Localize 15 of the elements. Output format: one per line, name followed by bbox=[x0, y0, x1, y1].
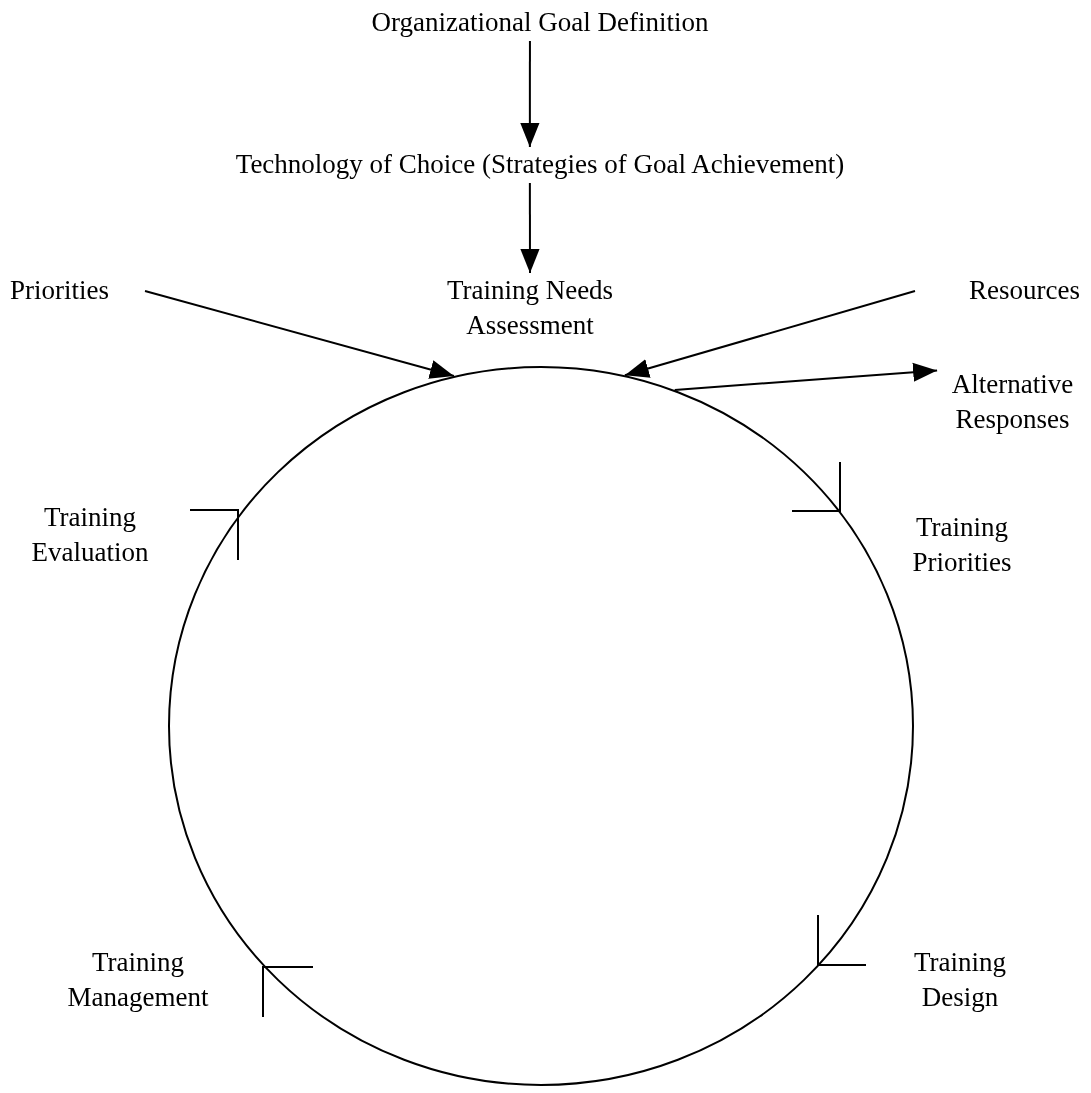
stage-label: Alternative Responses bbox=[940, 367, 1085, 437]
stage-label: Organizational Goal Definition bbox=[330, 5, 750, 40]
stage-label: Resources bbox=[915, 273, 1080, 308]
stage-label: Training Priorities bbox=[892, 510, 1032, 580]
arrow bbox=[520, 182, 540, 274]
stage-label: Technology of Choice (Strategies of Goal Achievement) bbox=[150, 147, 930, 182]
stage-label: Training Needs Assessment bbox=[430, 273, 630, 343]
arrow bbox=[623, 290, 916, 378]
stage-label: Training Management bbox=[53, 945, 223, 1015]
arrow bbox=[520, 40, 540, 148]
stage-label: Priorities bbox=[10, 273, 145, 308]
arrow bbox=[144, 290, 455, 379]
stage-label: Training Evaluation bbox=[15, 500, 165, 570]
stage-label: Training Design bbox=[890, 945, 1030, 1015]
arrow bbox=[673, 362, 939, 391]
